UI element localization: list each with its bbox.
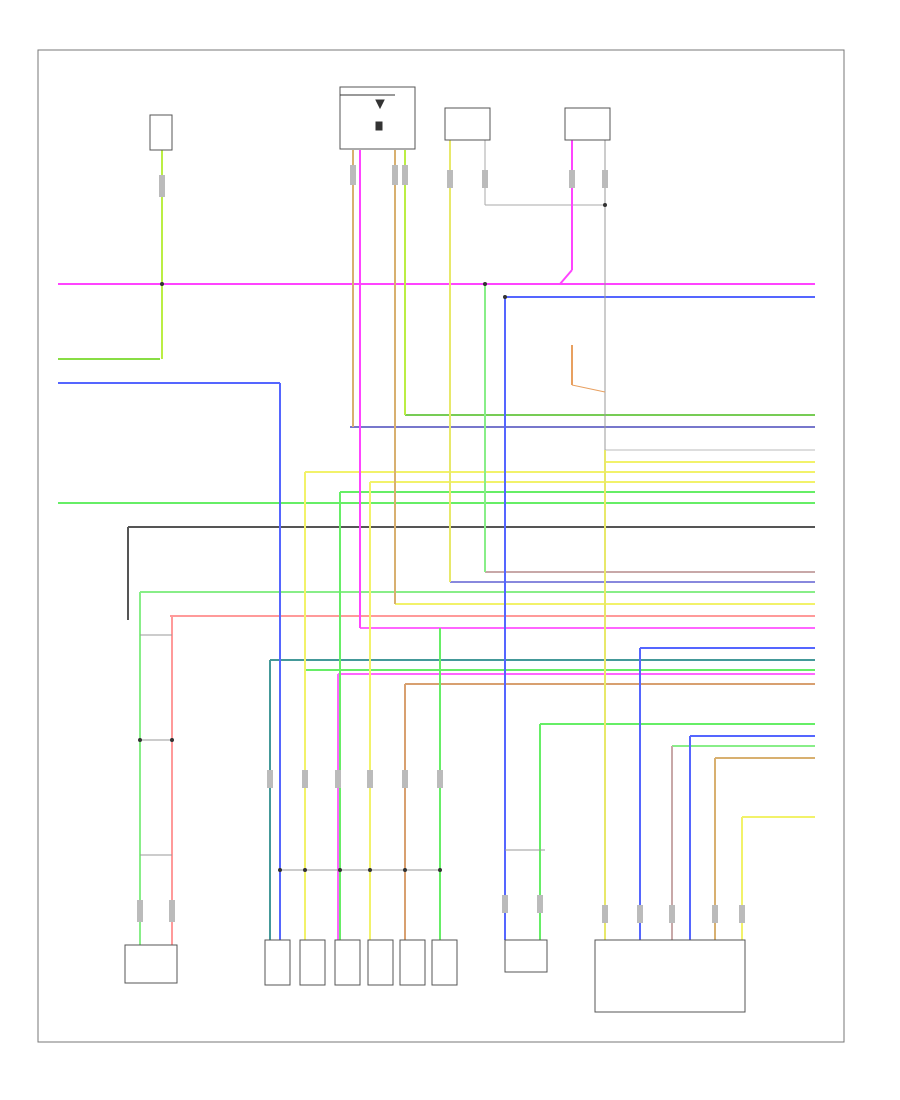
bus-wires bbox=[58, 283, 815, 818]
left-top-sensor bbox=[149, 114, 173, 151]
components bbox=[124, 86, 746, 1013]
relay-internals bbox=[340, 94, 395, 131]
relay-box bbox=[339, 86, 416, 150]
injector-5 bbox=[399, 939, 426, 986]
splice-dots bbox=[138, 203, 607, 872]
sensor-2 bbox=[444, 107, 491, 141]
connector-marks bbox=[137, 165, 745, 923]
injector-3 bbox=[334, 939, 361, 986]
bottom-sensor-3 bbox=[594, 939, 746, 1013]
bottom-sensor-1 bbox=[124, 944, 178, 984]
injector-4 bbox=[367, 939, 394, 986]
injector-2 bbox=[299, 939, 326, 986]
diagram-frame bbox=[37, 49, 845, 1043]
injector-1 bbox=[264, 939, 291, 986]
bottom-sensor-2 bbox=[504, 939, 548, 973]
injector-6 bbox=[431, 939, 458, 986]
sensor-3 bbox=[564, 107, 611, 141]
vertical-wires bbox=[127, 140, 743, 950]
